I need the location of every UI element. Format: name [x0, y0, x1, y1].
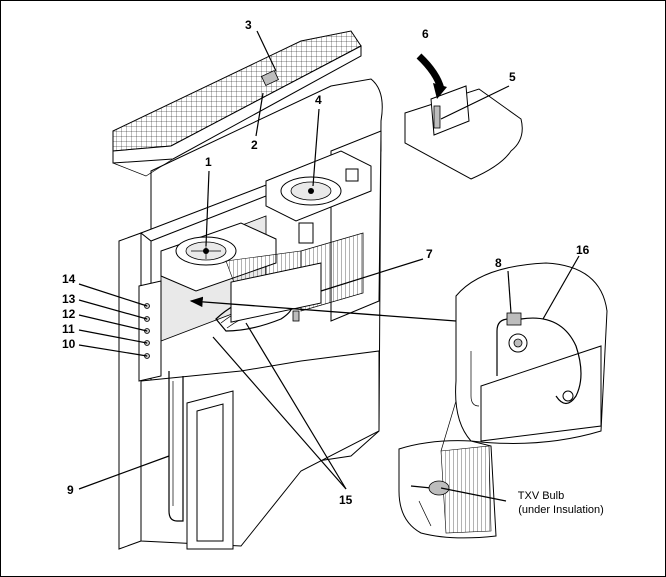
drain-pipe	[168, 371, 184, 522]
blower-fan-left	[160, 222, 277, 292]
callout-1: 1	[205, 155, 212, 169]
leader-lines	[78, 30, 580, 502]
callout-13: 13	[62, 292, 76, 306]
callout-5: 5	[509, 70, 516, 84]
callout-14: 14	[62, 272, 76, 286]
detail-arrow	[189, 296, 457, 322]
callout-8: 8	[495, 256, 502, 270]
inset-link-line	[440, 400, 457, 452]
front-door	[186, 390, 234, 550]
callout-9: 9	[67, 483, 74, 497]
callout-11: 11	[62, 322, 75, 336]
inset-relay-block	[404, 53, 523, 180]
callout-12: 12	[62, 307, 76, 321]
txv-caption-line1: TXV Bulb	[518, 490, 564, 502]
blower-fan-right	[265, 150, 372, 244]
callout-2: 2	[251, 138, 258, 152]
coiled-hoses	[215, 262, 322, 332]
callout-4: 4	[315, 93, 322, 107]
callout-7: 7	[426, 247, 433, 261]
switch-panel	[138, 280, 162, 382]
callout-numbers: 1 2 3 4 5 6 7 8 9 10 11 12 13 14 15 16	[62, 18, 590, 507]
inset-txv-detail	[455, 262, 608, 444]
callout-6: 6	[422, 27, 429, 41]
callout-15: 15	[339, 493, 353, 507]
filter-grille	[112, 30, 362, 177]
txv-caption-line2: (under Insulation)	[518, 504, 604, 516]
callout-3: 3	[245, 18, 252, 32]
callout-10: 10	[62, 337, 76, 351]
callout-16: 16	[576, 243, 590, 257]
